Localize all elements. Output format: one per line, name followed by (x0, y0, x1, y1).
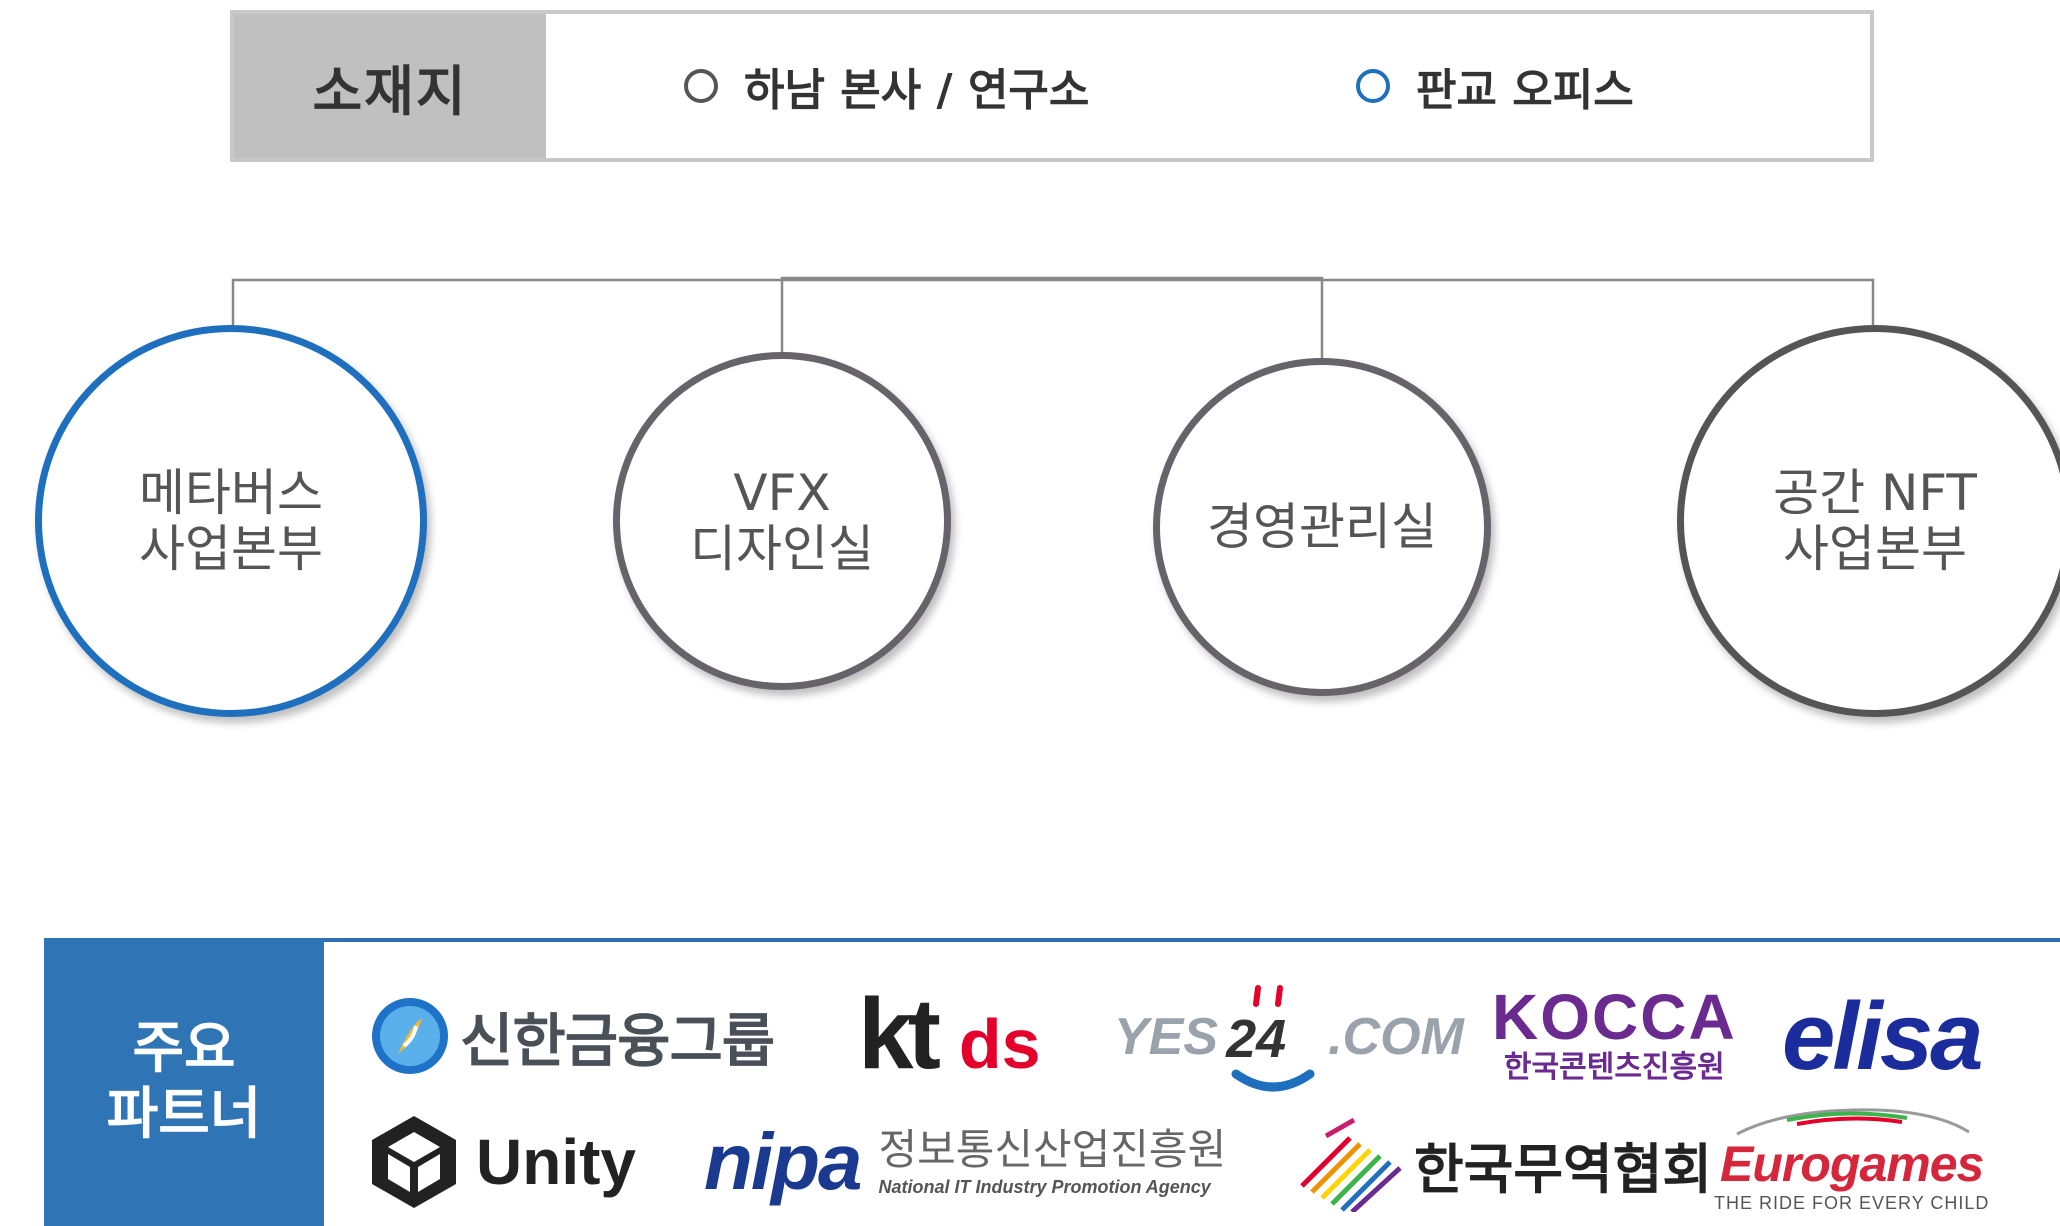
shinhan-emblem-icon (372, 998, 448, 1074)
kocca-sub-text: 한국콘텐츠진흥원 (1503, 1051, 1725, 1084)
logo-kocca[interactable]: KOCCA 한국콘텐츠진흥원 (1492, 984, 1737, 1086)
location-label: 소재지 (234, 14, 546, 158)
elisa-logo-text: elisa (1782, 983, 1984, 1090)
yes24-smile-group: 24 (1218, 982, 1328, 1092)
location-option-pangyo[interactable]: 판교 오피스 (1356, 14, 1634, 158)
logo-kita[interactable]: 한국무역협회 (1294, 1114, 1712, 1214)
partners-label: 주요 파트너 (44, 938, 324, 1226)
nipa-korean-text: 정보통신산업진흥원 (878, 1126, 1227, 1173)
nipa-logo-text: nipa (704, 1117, 862, 1206)
dept-label: 메타버스 사업본부 (139, 464, 323, 578)
logo-shinhan[interactable]: 신한금융그룹 (370, 994, 775, 1078)
nipa-english-text: National IT Industry Promotion Agency (878, 1177, 1211, 1197)
logo-ktds[interactable]: kt ds (858, 978, 1041, 1090)
eurogames-car-icon (1735, 1108, 1970, 1136)
eurogames-logo-text: Eurogames (1720, 1136, 1984, 1192)
shinhan-logo-text: 신한금융그룹 (460, 1009, 775, 1074)
dept-metaverse[interactable]: 메타버스 사업본부 (35, 325, 427, 717)
radio-unselected-icon[interactable] (684, 69, 718, 103)
logo-unity[interactable]: Unity (366, 1110, 636, 1214)
kita-logo-text: 한국무역협회 (1414, 1139, 1713, 1200)
logo-elisa[interactable]: elisa (1782, 982, 1984, 1092)
yes24-number-text: 24 (1226, 1009, 1287, 1069)
smile-icon (1231, 985, 1315, 1092)
partners-panel: 주요 파트너 신한금융그룹 kt ds YES 24 .COM KOCCA 한국 (44, 938, 2060, 1226)
unity-cube-icon (372, 1116, 456, 1208)
dept-management[interactable]: 경영관리실 (1153, 358, 1491, 696)
kocca-logo-text: KOCCA (1492, 981, 1737, 1053)
logo-nipa[interactable]: nipa 정보통신산업진흥원 National IT Industry Prom… (704, 1110, 1226, 1214)
dept-space-nft[interactable]: 공간 NFT 사업본부 (1677, 325, 2060, 717)
unity-logo-text: Unity (476, 1126, 636, 1198)
dept-vfx-design[interactable]: VFX 디자인실 (613, 352, 951, 690)
ds-logo-text: ds (958, 1005, 1041, 1083)
location-selector: 소재지 하남 본사 / 연구소 판교 오피스 (230, 10, 1874, 162)
dept-label: VFX 디자인실 (690, 464, 874, 578)
dept-label: 공간 NFT 사업본부 (1773, 464, 1977, 578)
location-option-label: 하남 본사 / 연구소 (744, 65, 1090, 116)
nipa-text-group: 정보통신산업진흥원 National IT Industry Promotion… (878, 1125, 1226, 1199)
location-option-hanam[interactable]: 하남 본사 / 연구소 (684, 14, 1089, 158)
connector-line (780, 276, 1324, 358)
eurogames-sub-text: THE RIDE FOR EVERY CHILD (1714, 1193, 1990, 1213)
radio-selected-icon[interactable] (1356, 69, 1390, 103)
location-option-label: 판교 오피스 (1416, 65, 1634, 116)
logo-eurogames[interactable]: Eurogames THE RIDE FOR EVERY CHILD (1714, 1106, 1989, 1214)
com-logo-text: .COM (1328, 1008, 1464, 1066)
kt-logo-text: kt (858, 977, 941, 1090)
dept-label: 경영관리실 (1207, 498, 1437, 556)
yes-logo-text: YES (1114, 1008, 1219, 1066)
logo-yes24[interactable]: YES 24 .COM (1114, 982, 1464, 1092)
kita-stripes-icon (1300, 1117, 1402, 1212)
connector-line (231, 278, 1875, 325)
